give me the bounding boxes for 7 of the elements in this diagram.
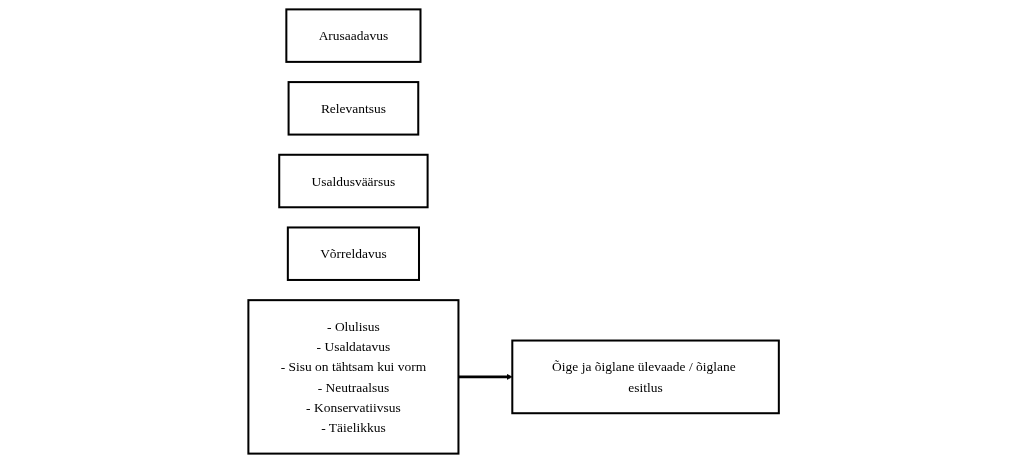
node-box: Relevantsus	[287, 81, 420, 136]
node-box: Võrreldavus	[286, 226, 420, 281]
node-box: Usaldusväärsus	[278, 153, 429, 209]
node-box: Õige ja õiglane ülevaade / õiglane esitlus	[511, 339, 780, 415]
arrow	[458, 373, 513, 380]
node-box: Arusaadavus	[285, 8, 422, 63]
node-box: - Olulisus - Usaldatavus - Sisu on tähtsam kui vorm - Neutraalsus - Konservatiivsus - Täielikkus	[247, 299, 460, 455]
